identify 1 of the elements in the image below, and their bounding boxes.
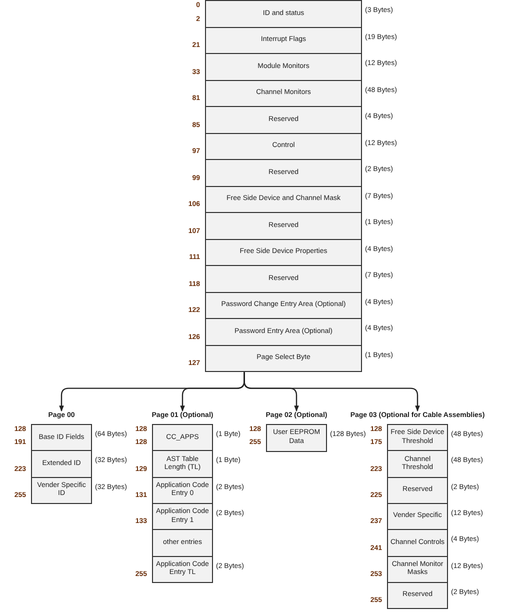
arrow: [244, 372, 420, 412]
